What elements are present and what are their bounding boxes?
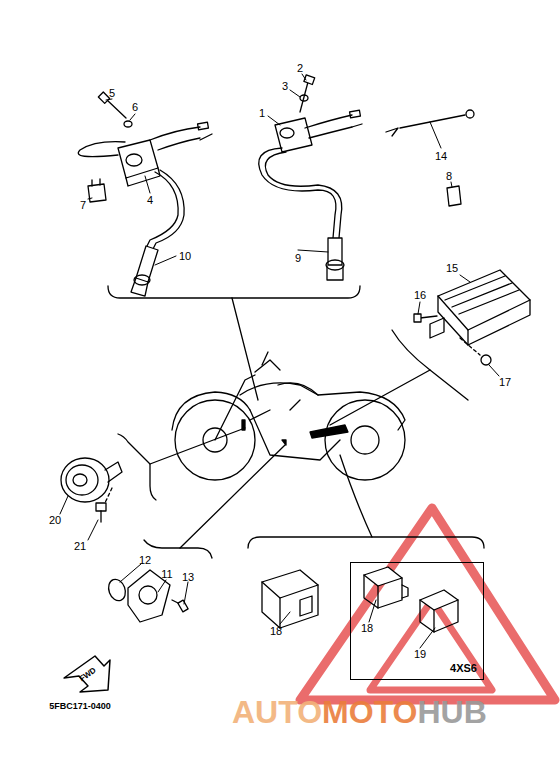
group-bracket <box>108 286 360 298</box>
callout-number: 12 <box>139 555 151 566</box>
callout-number: 18 <box>361 623 373 634</box>
group-bracket <box>118 434 156 500</box>
screw-2 <box>300 75 315 112</box>
relay-19 <box>420 590 458 632</box>
callout-number: 19 <box>414 649 426 660</box>
callout-number: 13 <box>182 572 194 583</box>
callout-number: 5 <box>109 88 115 99</box>
ignition-coil-right <box>259 110 362 238</box>
relay-18-alt <box>364 567 408 608</box>
callout-number: 4 <box>147 195 153 206</box>
horn-20 <box>61 458 122 522</box>
clip-8 <box>447 186 461 206</box>
group-bracket <box>248 537 484 548</box>
sensor-11 <box>106 570 188 622</box>
callout-number: 14 <box>435 151 447 162</box>
motorcycle-silhouette <box>172 352 405 480</box>
relay-18 <box>262 570 318 628</box>
callout-number: 21 <box>74 541 86 552</box>
leader-line <box>330 370 430 425</box>
watermark-text: MOTO <box>322 696 417 728</box>
forward-arrow <box>64 656 110 692</box>
washer-3 <box>300 95 308 101</box>
group-bracket <box>144 540 212 558</box>
leader-line <box>232 298 258 400</box>
leader-line <box>150 428 245 464</box>
group-bracket <box>392 330 468 400</box>
callout-number: 20 <box>49 515 61 526</box>
callout-number: 18 <box>270 626 282 637</box>
ignition-coil-left <box>78 122 212 249</box>
callout-number: 2 <box>297 63 303 74</box>
plug-cap-10 <box>131 246 158 296</box>
variant-box: 4XS6 <box>350 562 484 680</box>
watermark-text: AUTO <box>232 696 322 728</box>
callout-number: 16 <box>414 290 426 301</box>
callout-number: 17 <box>499 377 511 388</box>
rectifier-regulator-15 <box>414 270 530 365</box>
callout-number: 11 <box>161 569 172 580</box>
callout-number: 8 <box>446 171 452 182</box>
callout-number: 1 <box>259 108 265 119</box>
callout-number: 6 <box>132 102 138 113</box>
callout-number: 9 <box>295 253 301 264</box>
callout-number: 3 <box>282 81 288 92</box>
callout-number: 10 <box>179 251 191 262</box>
watermark-text: HUB <box>417 696 486 728</box>
callout-number: 15 <box>446 263 458 274</box>
leader-line <box>340 455 372 537</box>
model-code: 4XS6 <box>450 663 477 674</box>
washer-6 <box>124 121 132 127</box>
diagram-code: 5FBC171-0400 <box>49 702 111 711</box>
callout-number: 7 <box>80 200 86 211</box>
leader-line <box>180 445 285 548</box>
plug-cap-9 <box>326 238 344 280</box>
